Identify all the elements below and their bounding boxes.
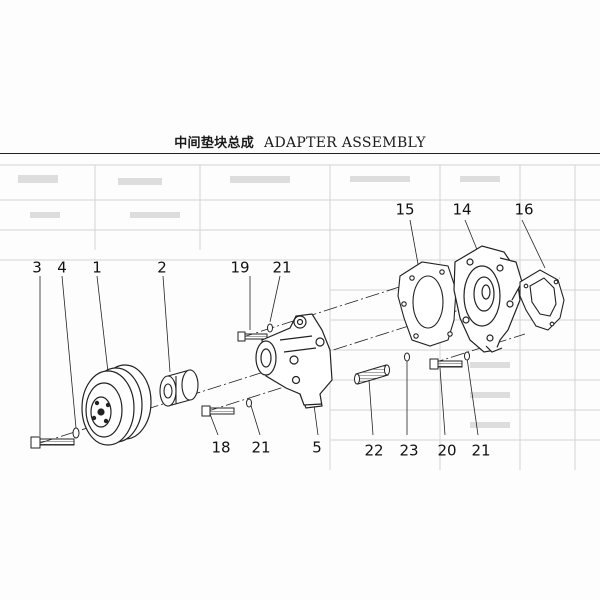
part-3-bolt (30, 436, 75, 449)
diagram-title: 中间垫块总成 ADAPTER ASSEMBLY (0, 132, 600, 151)
callout-14: 14 (452, 200, 472, 219)
part-5-adapter-body (255, 313, 333, 409)
title-rule (0, 153, 600, 154)
callout-19: 19 (230, 258, 250, 277)
part-20-bolt (429, 358, 463, 370)
callout-3: 3 (32, 258, 42, 277)
callout-20: 20 (437, 441, 457, 460)
part-21-washer-right (464, 351, 470, 361)
part-14-housing (453, 245, 523, 353)
part-15-gasket (397, 261, 457, 347)
leader-lines (39, 219, 546, 436)
callout-21-lower: 21 (251, 438, 271, 457)
callout-16: 16 (514, 200, 534, 219)
callout-21-upper: 21 (272, 258, 292, 277)
callout-23: 23 (399, 441, 419, 460)
part-4-washer (72, 427, 80, 439)
part-18-bolt (201, 405, 235, 417)
callout-4: 4 (57, 258, 67, 277)
part-21-washer-lower (246, 398, 252, 408)
callout-22: 22 (364, 441, 384, 460)
callout-2: 2 (157, 258, 167, 277)
part-1-pulley (81, 364, 152, 446)
callout-1: 1 (92, 258, 102, 277)
callout-18: 18 (211, 438, 231, 457)
title-chinese: 中间垫块总成 (174, 136, 255, 151)
part-16-cover-gasket (519, 269, 565, 331)
part-21-washer-upper (267, 323, 273, 333)
callout-21-right: 21 (471, 441, 491, 460)
part-2-hub (159, 369, 199, 407)
part-23-oring (404, 352, 410, 362)
callout-15: 15 (395, 200, 415, 219)
part-19-bolt (237, 331, 268, 342)
callout-5: 5 (312, 438, 322, 457)
part-22-stud (354, 364, 390, 385)
title-english: ADAPTER ASSEMBLY (264, 135, 426, 151)
